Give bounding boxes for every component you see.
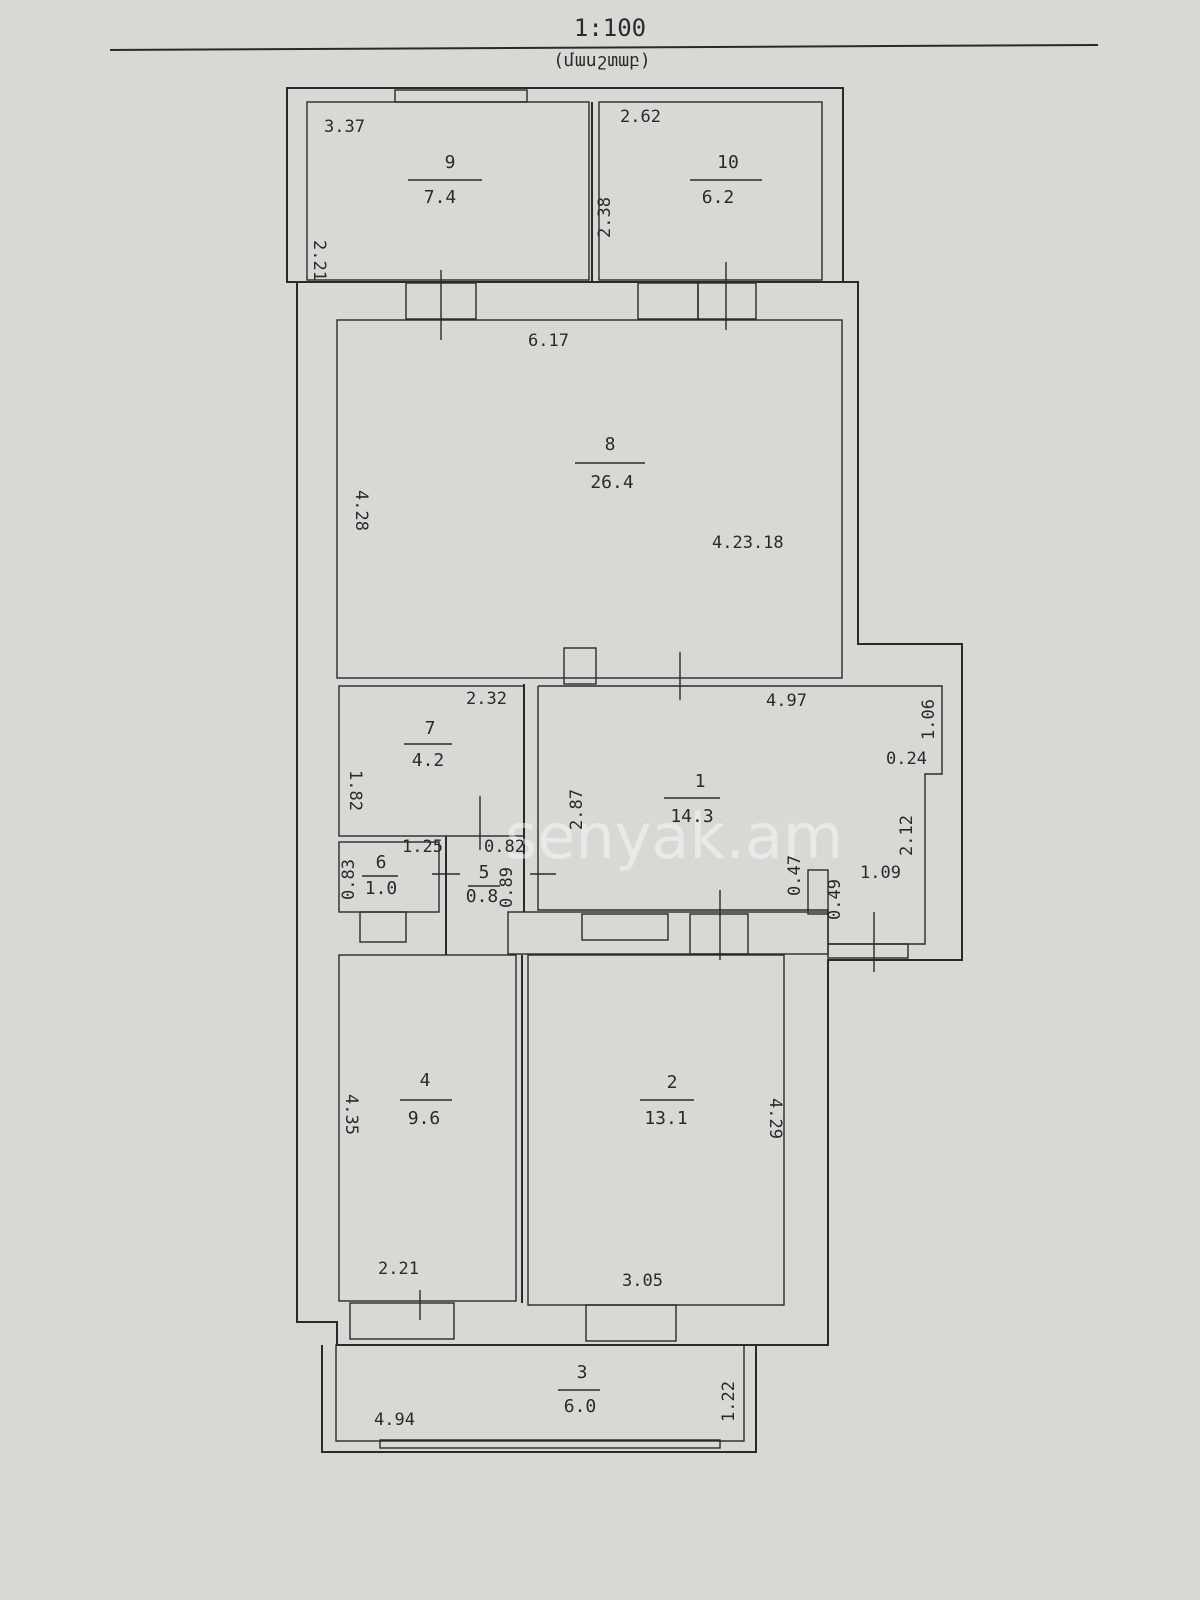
- room-number: 1: [695, 771, 706, 792]
- room-area: 6.0: [564, 1396, 597, 1417]
- dimension-labels: 3.37 2.21 2.62 2.38 6.17 4.28 4.23.18 2.…: [309, 107, 939, 1430]
- room-area: 0.8: [466, 886, 499, 907]
- room-number: 5: [479, 862, 490, 883]
- watermark: senyak.am: [505, 800, 843, 873]
- scale-caption: (մասշտաբ): [553, 50, 651, 71]
- room-9-label: 9 7.4: [408, 152, 482, 208]
- dim-label: 2.21: [378, 1259, 419, 1279]
- dim-label: 0.89: [497, 867, 517, 908]
- dim-label: 0.47: [785, 855, 805, 896]
- room-number: 3: [577, 1362, 588, 1383]
- dim-label: 4.28: [351, 490, 371, 531]
- dim-label: 4.23.18: [712, 533, 784, 553]
- dim-label: 2.12: [897, 815, 917, 856]
- dim-label: 4.94: [374, 1410, 415, 1430]
- bottom-balcony-walls: [321, 1344, 757, 1453]
- dim-label: 4.29: [765, 1098, 785, 1139]
- dim-label: 2.21: [309, 240, 329, 281]
- scale-label: 1:100: [574, 14, 646, 42]
- room-area: 7.4: [424, 187, 457, 208]
- room-number: 4: [420, 1070, 431, 1091]
- room-8-label: 8 26.4: [575, 434, 645, 493]
- room-number: 8: [605, 434, 616, 455]
- room-number: 6: [376, 852, 387, 873]
- room-4-label: 4 9.6: [400, 1070, 452, 1129]
- dim-label: 2.38: [595, 197, 615, 238]
- room-number: 10: [717, 152, 739, 173]
- room-number: 9: [445, 152, 456, 173]
- top-balcony-walls: [286, 87, 844, 283]
- room-1-label: 1 14.3: [664, 771, 720, 827]
- main-walls: [296, 262, 963, 1346]
- dim-label: 0.24: [886, 749, 927, 769]
- dim-label: 0.49: [825, 879, 845, 920]
- dim-label: 3.05: [622, 1271, 663, 1291]
- room-area: 1.0: [365, 878, 398, 899]
- scale-header: 1:100 (մասշտաբ): [109, 14, 1099, 71]
- dim-label: 4.97: [766, 691, 807, 711]
- dim-label: 2.87: [567, 789, 587, 830]
- dim-label: 4.35: [341, 1094, 361, 1135]
- room-area: 9.6: [408, 1108, 441, 1129]
- room-area: 14.3: [670, 806, 713, 827]
- room-number: 2: [667, 1072, 678, 1093]
- room-7-label: 7 4.2: [404, 718, 452, 771]
- dim-label: 1.25: [402, 837, 443, 857]
- dim-label: 0.82: [484, 837, 525, 857]
- room-10-label: 10 6.2: [690, 152, 762, 208]
- room-area: 26.4: [590, 472, 633, 493]
- room-5-label: 5 0.8: [466, 862, 500, 907]
- dim-label: 1.06: [919, 699, 939, 740]
- room-2-label: 2 13.1: [640, 1072, 694, 1129]
- room-3-label: 3 6.0: [558, 1362, 600, 1417]
- scale-rule: [109, 44, 1099, 51]
- room-6-label: 6 1.0: [362, 852, 398, 899]
- dim-label: 1.22: [719, 1381, 739, 1422]
- room-area: 4.2: [412, 750, 445, 771]
- dim-label: 6.17: [528, 331, 569, 351]
- dim-label: 2.62: [620, 107, 661, 127]
- dim-label: 1.09: [860, 863, 901, 883]
- dim-label: 1.82: [345, 770, 365, 811]
- room-number: 7: [425, 718, 436, 739]
- dim-label: 3.37: [324, 117, 365, 137]
- dim-label: 2.32: [466, 689, 507, 709]
- room-area: 6.2: [702, 187, 735, 208]
- room-area: 13.1: [644, 1108, 687, 1129]
- dim-label: 0.83: [339, 859, 359, 900]
